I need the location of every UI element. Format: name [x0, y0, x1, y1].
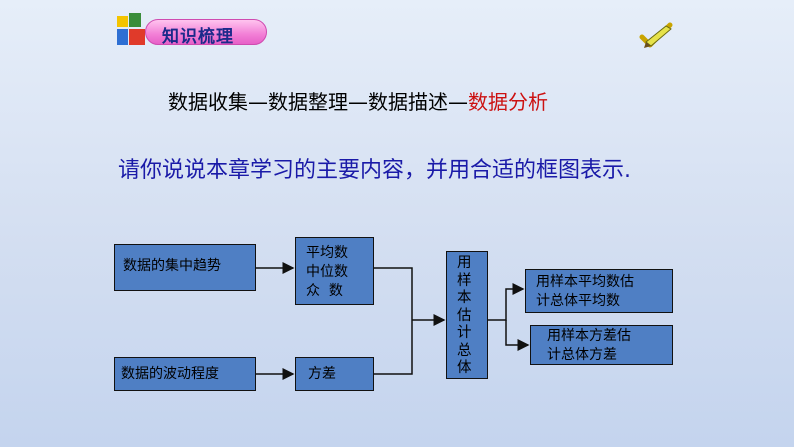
center-char: 总 [457, 342, 472, 359]
estimate-mean-line: 计总体平均数 [536, 292, 620, 309]
process-flow-text: 数据收集—数据整理—数据描述—数据分析 [168, 86, 548, 115]
central-tendency-box: 数据的集中趋势 [114, 244, 256, 291]
colored-blocks-icon [115, 13, 151, 49]
measure-median: 中位数 [306, 263, 348, 280]
task-prompt: 请你说说本章学习的主要内容，并用合适的框图表示. [118, 158, 631, 183]
section-title: 知识梳理 [162, 27, 234, 47]
measure-mode: 众 数 [306, 282, 343, 299]
measures-box: 平均数 中位数 众 数 [295, 237, 374, 305]
dispersion-box: 数据的波动程度 [114, 357, 256, 391]
estimate-mean-line: 用样本平均数估 [536, 274, 634, 290]
estimate-variance-box: 用样本方差估 计总体方差 [530, 325, 673, 365]
estimate-population-box: 用 样 本 估 计 总 体 [446, 251, 488, 379]
variance-box: 方差 [295, 357, 374, 391]
connector-measures-join [374, 267, 413, 375]
estimate-variance-line: 计总体方差 [547, 346, 617, 363]
process-steps: 数据收集—数据整理—数据描述— [168, 90, 468, 114]
center-char: 估 [457, 307, 472, 324]
section-title-pill: 知识梳理 [145, 19, 267, 47]
process-highlight: 数据分析 [468, 90, 548, 114]
estimate-mean-box: 用样本平均数估 计总体平均数 [525, 269, 673, 313]
connector-center-mean [488, 283, 525, 321]
center-char: 样 [457, 272, 472, 289]
connector-center-variance [505, 320, 530, 351]
center-char: 用 [457, 255, 472, 271]
measure-mean: 平均数 [306, 245, 348, 261]
estimate-variance-line: 用样本方差估 [547, 328, 631, 344]
center-char: 本 [457, 290, 472, 306]
center-char: 体 [457, 360, 472, 376]
pencil-check-icon[interactable] [636, 20, 676, 50]
section-badge: 知识梳理 [115, 13, 270, 49]
center-char: 计 [457, 325, 472, 341]
